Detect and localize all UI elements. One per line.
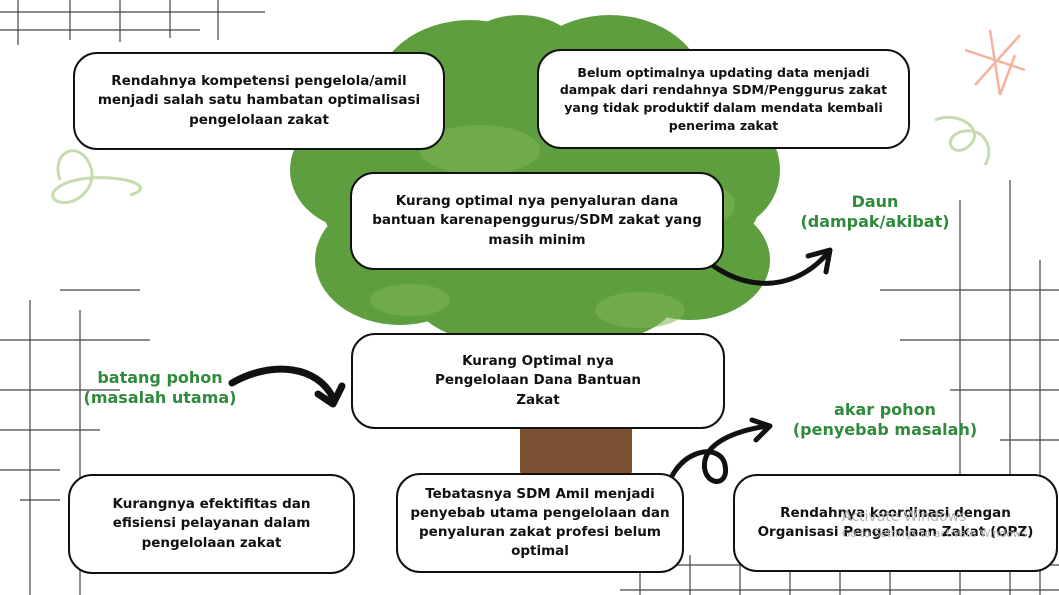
activate-windows-subtitle: Go to Settings to activate Windows. bbox=[842, 528, 1031, 540]
root-box-right: Rendahnya koordinasi dengan Organisasi P… bbox=[733, 474, 1058, 572]
arrow-to-trunk bbox=[228, 365, 346, 408]
label-daun: Daun (dampak/akibat) bbox=[790, 192, 960, 232]
root-box-center: Tebatasnya SDM Amil menjadi penyebab uta… bbox=[396, 473, 684, 573]
label-daun-title: Daun bbox=[851, 192, 899, 211]
decorative-swirl-right bbox=[934, 115, 991, 166]
label-batang-subtitle: (masalah utama) bbox=[83, 388, 237, 407]
label-batang-title: batang pohon bbox=[97, 368, 223, 387]
trunk-box-main-problem: Kurang Optimal nya Pengelolaan Dana Bant… bbox=[351, 333, 725, 429]
leaf-box-top-left: Rendahnya kompetensi pengelola/amil menj… bbox=[73, 52, 445, 150]
label-batang-pohon: batang pohon (masalah utama) bbox=[75, 368, 245, 408]
root-box-left: Kurangnya efektifitas dan efisiensi pela… bbox=[68, 474, 355, 574]
label-akar-subtitle: (penyebab masalah) bbox=[792, 420, 978, 439]
leaf-box-center: Kurang optimal nya penyaluran dana bantu… bbox=[350, 172, 724, 270]
activate-windows-title: Activate Windows bbox=[842, 509, 967, 525]
decorative-star bbox=[964, 29, 1026, 96]
arrow-to-akar bbox=[662, 417, 773, 503]
decorative-swirl-left bbox=[51, 149, 142, 205]
label-akar-title: akar pohon bbox=[834, 400, 936, 419]
label-akar-pohon: akar pohon (penyebab masalah) bbox=[780, 400, 990, 440]
label-daun-subtitle: (dampak/akibat) bbox=[800, 212, 950, 231]
leaf-box-top-right: Belum optimalnya updating data menjadi d… bbox=[537, 49, 910, 149]
